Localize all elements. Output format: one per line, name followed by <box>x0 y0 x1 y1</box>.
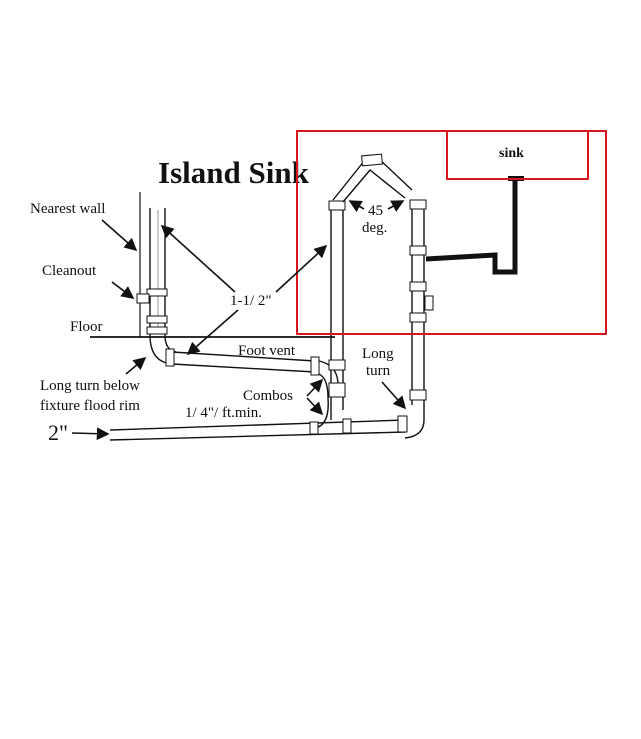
label-pipe-size: 1-1/ 2" <box>230 293 272 309</box>
label-slope: 1/ 4"/ ft.min. <box>185 405 262 421</box>
label-drain-size: 2" <box>48 420 68 445</box>
left-stack-pipe <box>136 208 177 365</box>
label-angle-value: 45 <box>368 203 383 219</box>
label-cleanout: Cleanout <box>42 263 97 279</box>
sink-box <box>446 130 589 180</box>
label-combos: Combos <box>243 388 293 404</box>
label-long-turn-line2: turn <box>366 363 391 379</box>
label-long-turn-below-line1: Long turn below <box>40 378 140 394</box>
vent-riser-left <box>328 153 413 420</box>
label-nearest-wall: Nearest wall <box>30 201 105 217</box>
trap-arm <box>425 180 518 275</box>
label-long-turn-line1: Long <box>362 346 394 362</box>
cleanout-plug <box>136 293 150 304</box>
diagram-title: Island Sink <box>158 155 310 190</box>
sink-label: sink <box>499 146 524 161</box>
label-long-turn-below-line2: fixture flood rim <box>40 398 140 414</box>
label-angle-unit: deg. <box>362 220 387 236</box>
label-foot-vent: Foot vent <box>238 343 296 359</box>
label-floor: Floor <box>70 319 103 335</box>
main-drain-pipe <box>109 397 408 441</box>
vent-riser-right <box>404 199 434 439</box>
